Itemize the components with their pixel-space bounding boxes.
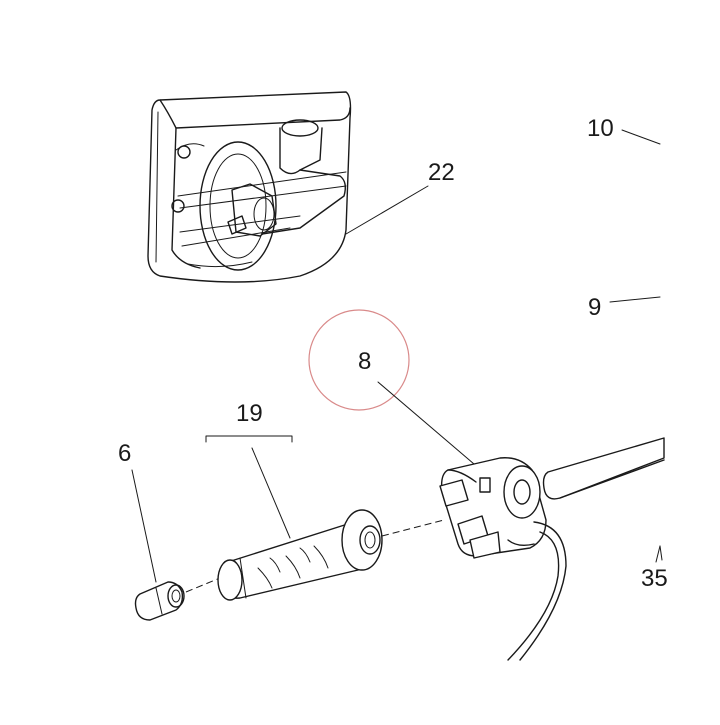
label-6-group: 6 bbox=[118, 440, 157, 583]
part-label-6: 6 bbox=[118, 440, 131, 467]
label-19-group: 19 bbox=[205, 400, 293, 539]
label-9-group: 9 bbox=[588, 294, 661, 321]
handlebar-tube bbox=[542, 437, 665, 500]
leader-8 bbox=[377, 381, 475, 465]
switch-cable bbox=[507, 521, 567, 661]
label-35-group: 35 bbox=[641, 545, 668, 592]
highlight-circle bbox=[308, 309, 410, 411]
leader-22 bbox=[345, 185, 429, 235]
part-label-35: 35 bbox=[641, 565, 668, 592]
headlight-housing bbox=[147, 91, 352, 283]
part-label-10: 10 bbox=[587, 115, 614, 142]
part-label-8: 8 bbox=[358, 348, 371, 375]
switch-housing bbox=[439, 457, 547, 559]
leader-6 bbox=[131, 469, 157, 583]
part-label-9: 9 bbox=[588, 294, 601, 321]
leader-35 bbox=[655, 545, 661, 563]
leader-9 bbox=[609, 296, 661, 303]
bar-end-weight bbox=[134, 577, 221, 621]
cut-edge-right bbox=[659, 545, 663, 561]
label-22-group: 22 bbox=[345, 159, 455, 235]
leader-10 bbox=[621, 129, 661, 145]
bracket-19 bbox=[205, 435, 293, 443]
label-10-group: 10 bbox=[587, 115, 661, 145]
label-8-group: 8 bbox=[308, 309, 475, 465]
handlebar-grip bbox=[217, 509, 445, 601]
part-label-19: 19 bbox=[236, 400, 263, 427]
part-label-22: 22 bbox=[428, 159, 455, 186]
leader-19 bbox=[251, 447, 291, 539]
